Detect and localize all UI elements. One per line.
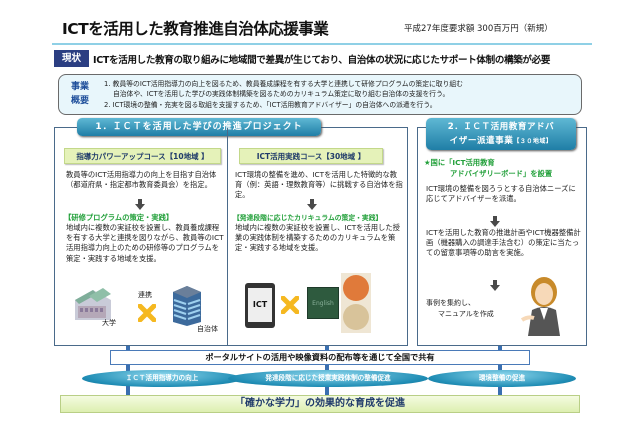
overview-box: 事業 概要 1. 教員等のICT活用指導力の向上を図るため、教員養成課程を有する… [58, 74, 582, 115]
title-divider [52, 43, 592, 45]
down-arrow-icon [307, 199, 317, 210]
down-arrow-icon [490, 216, 500, 227]
outcome-ellipse: 環境整備の促進 [428, 370, 576, 387]
tablet-screen: ICT [248, 288, 272, 322]
collab-label: 連携 [138, 291, 152, 299]
page-title: ICTを活用した教育推進自治体応援事業 [62, 20, 329, 38]
advisor-woman-icon [518, 276, 568, 340]
course2-intro: ICT環境の整備を進め、ICTを活用した特徴的な教育（例：英語・理数教育等）に挑… [235, 170, 403, 200]
overview-line: 2. ICT環境の整備・充実を図る取組を支援するため、「ICT活用教育アドバイザ… [104, 100, 437, 109]
project2-box: 2．ＩＣＴ活用教育アドバ イザー派遣事業【３０地域】 ★国に「ICT活用教育 ア… [417, 118, 587, 346]
course2-subhead: 【発達段階に応じたカリキュラムの策定・実践】 [233, 214, 383, 222]
current-state-text: ICTを活用した教育の取り組みに地域間で差異が生じており、自治体の状況に応じたサ… [93, 55, 551, 66]
budget-label: 平成27年度要求額 300百万円（新規） [404, 24, 553, 34]
column-divider [227, 128, 229, 345]
overview-line: 自治体や、ICTを活用した学びの実践体制構築を図るためのカリキュラム策定に取り組… [104, 90, 450, 99]
municipality-building-icon [170, 286, 204, 330]
university-label: 大学 [102, 319, 116, 327]
cross-icon [137, 303, 157, 326]
manual-text-line1: 事例を集約し、 [426, 299, 475, 307]
result-banner: 「確かな学力」の効果的な育成を促進 [60, 395, 580, 413]
overview-items: 1. 教員等のICT活用指導力の向上を図るため、教員養成課程を有する大学と連携し… [104, 79, 463, 110]
advisory-board-line1: ★国に「ICT活用教育 [424, 158, 495, 167]
down-arrow-icon [490, 280, 500, 291]
course1-subhead: 【研修プログラムの策定・実践】 [64, 213, 174, 222]
outcome-ellipse: 発達段階に応じた授業実践体制の整備促進 [228, 370, 428, 387]
chalkboard-icon: English [307, 287, 339, 319]
advisor-dispatch-text: ICT環境の整備を図ろうとする自治体ニーズに応じてアドバイザーを派遣。 [426, 184, 576, 204]
course2-title: ICT活用実践コース【30地域 】 [239, 148, 383, 164]
project1-box: 1．ＩＣＴを活用した学びの推進プロジェクト 指導力パワーアップコース【10地域 … [54, 118, 408, 346]
manual-text-line2: マニュアルを作成 [438, 310, 494, 318]
cross-icon [280, 295, 300, 318]
advice-text: ICTを活用した教育の推進計画やICT機器整備計画（機器購入の調達手法含む）の策… [426, 228, 581, 258]
project2-title: 2．ＩＣＴ活用教育アドバ イザー派遣事業【３０地域】 [426, 118, 576, 150]
tablet-icon: ICT [245, 283, 275, 328]
project1-title: 1．ＩＣＴを活用した学びの推進プロジェクト [77, 118, 321, 136]
course1-detail: 地域内に複数の実証校を設置し、教員養成課程を有する大学と連携を図りながら、教員等… [66, 223, 224, 263]
advisory-board-line2: アドバイザリーボード」を設置 [450, 169, 553, 178]
down-arrow-icon [135, 199, 145, 210]
overview-label: 事業 概要 [70, 82, 89, 106]
overview-line: 1. 教員等のICT活用指導力の向上を図るため、教員養成課程を有する大学と連携し… [104, 80, 463, 88]
municipality-label: 自治体 [197, 325, 218, 333]
outcome-ellipse: ＩＣＴ活用指導力の向上 [82, 370, 242, 387]
course1-title: 指導力パワーアップコース【10地域 】 [64, 148, 221, 164]
current-state-tag: 現状 [54, 50, 89, 67]
flask-icon [343, 275, 369, 301]
triangle-ruler-icon [343, 304, 369, 330]
science-math-icon [341, 273, 371, 333]
portal-sharing-box: ポータルサイトの活用や映像資料の配布等を通じて全国で共有 [110, 350, 530, 365]
course1-intro: 教員等のICT活用指導力の向上を目指す自治体（都道府県・指定都市教育委員会）を指… [66, 170, 217, 190]
university-building-icon [73, 286, 113, 328]
course2-detail: 地域内に複数の実証校を設置し、ICTを活用した授業の実践体制を構築するためのカリ… [235, 223, 400, 253]
